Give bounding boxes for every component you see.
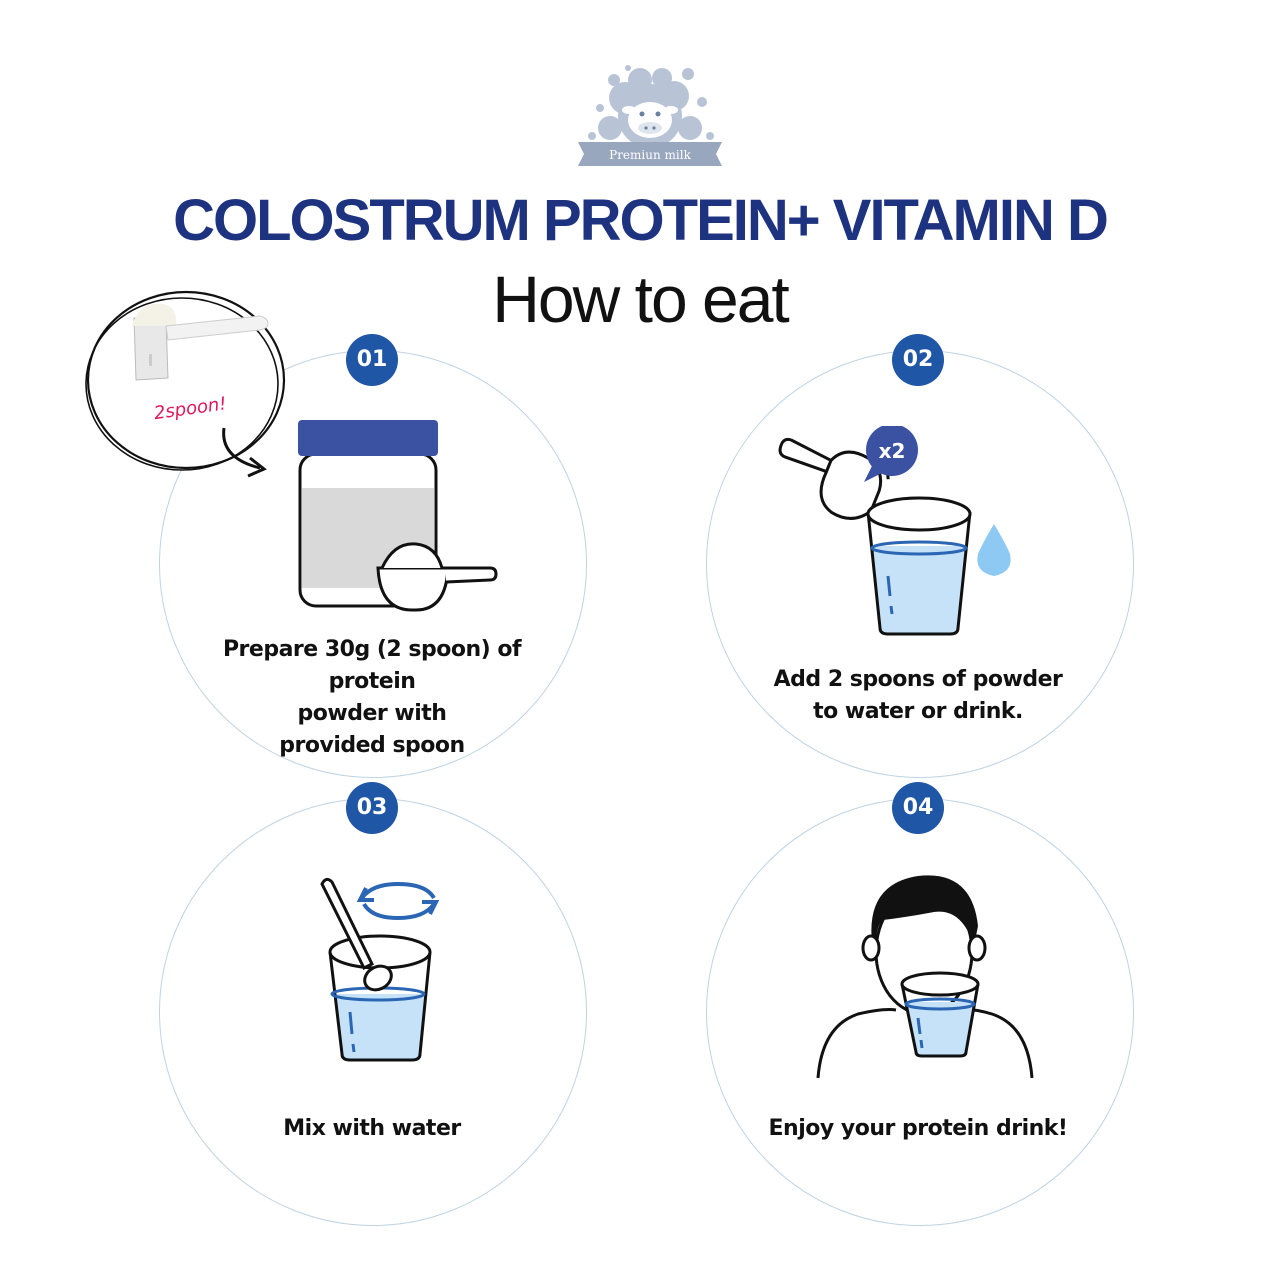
step-number-4: 04: [892, 782, 944, 834]
step-number-3: 03: [346, 782, 398, 834]
x2-label: x2: [879, 439, 906, 463]
shoulder-left: [816, 1008, 897, 1079]
step-1-text: Prepare 30g (2 spoon) of protein powder w…: [184, 634, 560, 762]
step-4-text: Enjoy your protein drink!: [730, 1113, 1106, 1145]
mixing-glass-icon: [328, 934, 432, 1062]
x2-bubble: x2: [864, 426, 918, 482]
step-1-line-2: powder with: [297, 701, 447, 726]
cow-face-icon: [622, 102, 678, 138]
step-2-line-2: to water or drink.: [813, 699, 1023, 724]
page-title: COLOSTRUM PROTEIN+ VITAMIN D: [173, 188, 1109, 253]
step-number-2: 02: [892, 334, 944, 386]
arrow-icon: [222, 427, 261, 470]
step-number-1: 01: [346, 334, 398, 386]
step-1-line-1: Prepare 30g (2 spoon) of protein: [222, 637, 522, 694]
drinking-glass-icon: [900, 971, 980, 1058]
spoon-icon: [320, 877, 393, 992]
logo-text: Premiun milk: [609, 148, 691, 162]
page-subtitle: How to eat: [492, 262, 790, 336]
protein-jar-illustration: [298, 420, 498, 612]
mix-water-illustration: [320, 877, 440, 1062]
step-3-text: Mix with water: [184, 1113, 560, 1145]
step-2-line-1: Add 2 spoons of powder: [773, 667, 1063, 692]
pouring-scoop-icon: [778, 437, 890, 520]
person-drinking-illustration: [816, 875, 1034, 1079]
glass-icon: [866, 496, 972, 636]
step-2-text: Add 2 spoons of powder to water or drink.: [730, 664, 1106, 728]
step-4-line-1: Enjoy your protein drink!: [768, 1116, 1068, 1141]
two-spoon-callout: 2spoon!: [85, 290, 286, 478]
jar-lid: [298, 420, 438, 456]
scoop-icon: [376, 542, 498, 612]
step-1-line-3: provided spoon: [279, 733, 465, 758]
rotate-arrows-icon: [356, 881, 440, 921]
premium-milk-logo: Premiun milk: [578, 65, 722, 166]
step-3-line-1: Mix with water: [283, 1116, 461, 1141]
powder-scoop-photo: [132, 303, 269, 381]
add-powder-illustration: x2: [778, 426, 1011, 636]
water-drop-icon: [977, 524, 1011, 576]
